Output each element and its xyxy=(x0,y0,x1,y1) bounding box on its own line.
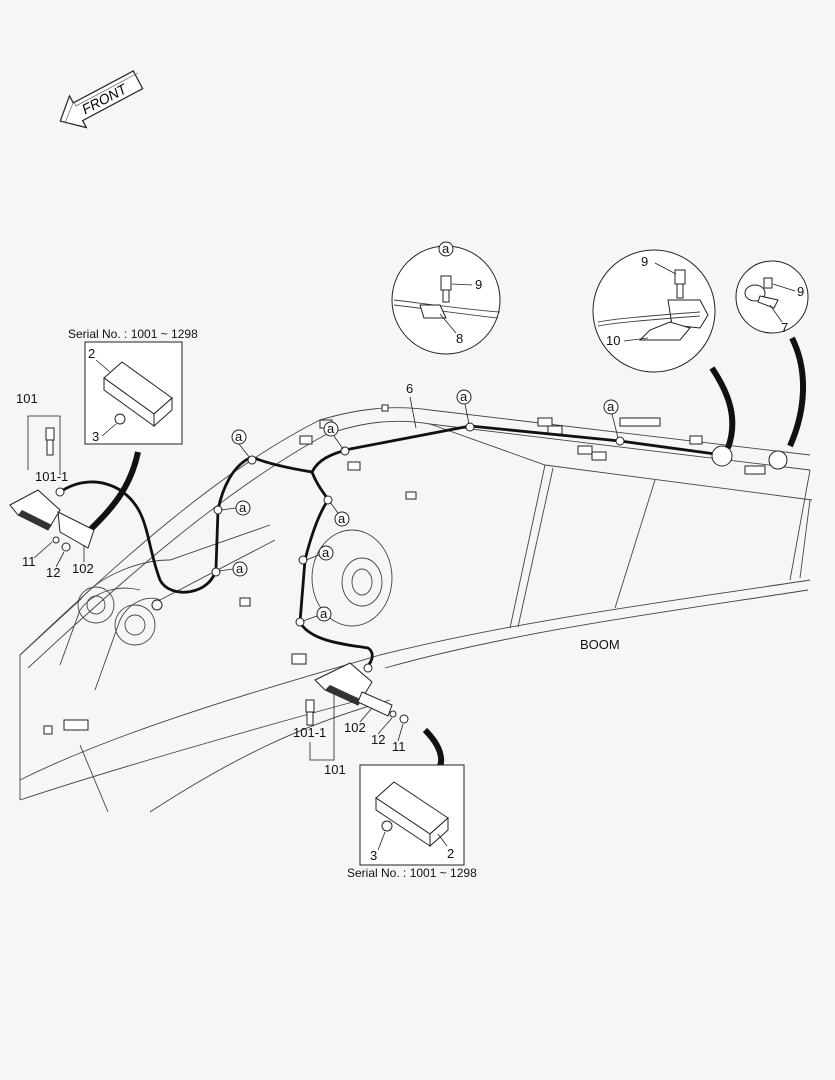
svg-text:a: a xyxy=(320,606,328,621)
boom-structure xyxy=(19,404,813,813)
front-arrow: FRONT xyxy=(59,70,144,129)
detail-b-label-9: 9 xyxy=(641,254,648,269)
left-label-101: 101 xyxy=(16,391,38,406)
svg-text:a: a xyxy=(327,421,335,436)
inset-top-label-2: 2 xyxy=(88,346,95,361)
inset-top: Serial No. : 1001 ~ 1298 2 3 xyxy=(68,327,198,445)
detail-a: a 9 8 xyxy=(391,241,501,355)
svg-text:a: a xyxy=(338,511,346,526)
inset-top-label-3: 3 xyxy=(92,429,99,444)
svg-text:a: a xyxy=(460,389,468,404)
detail-a-label-8: 8 xyxy=(456,331,463,346)
left-label-11: 11 xyxy=(22,554,36,569)
svg-text:a: a xyxy=(322,545,330,560)
detail-c-pointer xyxy=(787,336,807,448)
detail-b-label-10: 10 xyxy=(606,333,620,348)
detail-c: 9 7 xyxy=(735,260,809,335)
inset-top-pointer xyxy=(87,451,141,533)
right-label-12: 12 xyxy=(371,732,385,747)
detail-c-label-7: 7 xyxy=(781,320,788,335)
wire-harness xyxy=(58,422,788,670)
inset-bottom-serial: Serial No. : 1001 ~ 1298 xyxy=(347,866,477,880)
inset-bottom-pointer xyxy=(422,727,445,772)
callout-6: 6 xyxy=(406,381,413,396)
callouts-a: a a a a a a a a a xyxy=(218,389,619,622)
detail-b-pointer xyxy=(709,366,736,450)
detail-b: 9 10 xyxy=(592,249,716,373)
svg-text:a: a xyxy=(235,429,243,444)
harness-clamps xyxy=(211,422,625,627)
lamp-left: 101 101-1 11 12 102 xyxy=(9,391,95,580)
left-label-101-1: 101-1 xyxy=(35,469,68,484)
detail-a-tag: a xyxy=(442,241,450,256)
right-label-101-1: 101-1 xyxy=(293,725,326,740)
lamp-right: 102 101-1 12 11 101 xyxy=(293,662,409,777)
inset-bottom: 2 3 Serial No. : 1001 ~ 1298 xyxy=(347,764,477,880)
inset-bottom-label-3: 3 xyxy=(370,848,377,863)
right-label-101: 101 xyxy=(324,762,346,777)
left-label-12: 12 xyxy=(46,565,60,580)
svg-text:a: a xyxy=(239,500,247,515)
detail-c-label-9: 9 xyxy=(797,284,804,299)
svg-text:a: a xyxy=(607,399,615,414)
right-label-102: 102 xyxy=(344,720,366,735)
boom-label: BOOM xyxy=(580,637,620,652)
right-label-11: 11 xyxy=(392,739,406,754)
detail-a-label-9: 9 xyxy=(475,277,482,292)
inset-top-serial: Serial No. : 1001 ~ 1298 xyxy=(68,327,198,341)
inset-bottom-label-2: 2 xyxy=(447,846,454,861)
svg-text:a: a xyxy=(236,561,244,576)
left-label-102: 102 xyxy=(72,561,94,576)
